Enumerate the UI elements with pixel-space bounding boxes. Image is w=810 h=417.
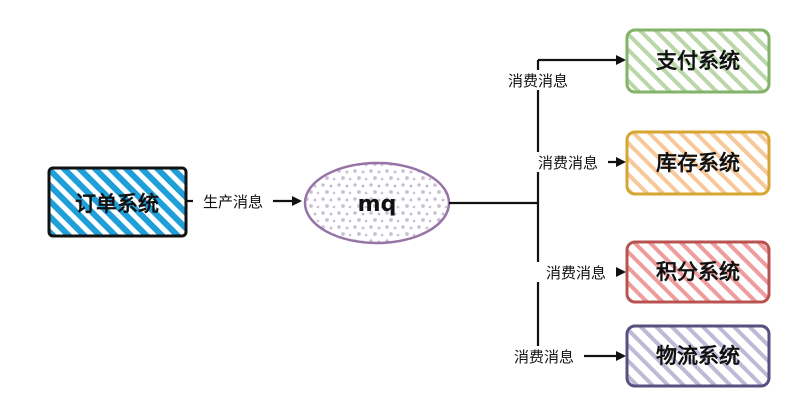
consume-logistics-label-bg — [504, 346, 584, 366]
order-system-label: 订单系统 — [75, 192, 159, 216]
points-system-box — [625, 240, 771, 304]
logistics-system-node: 物流系统 — [625, 324, 771, 388]
consume-pay-label-bg — [498, 70, 578, 90]
produce-edge-label: 生产消息 — [203, 193, 263, 211]
points-system-label: 积分系统 — [656, 260, 740, 284]
consume-stock-label: 消费消息 — [538, 154, 598, 172]
consume-stock-label-bg — [528, 152, 608, 172]
order-system-node: 订单系统 — [47, 166, 188, 238]
pay-system-node: 支付系统 — [625, 28, 771, 94]
consume-pay-label: 消费消息 — [508, 72, 568, 90]
points-system-node: 积分系统 — [625, 240, 771, 304]
produce-label-bg — [193, 191, 273, 211]
stock-system-label: 库存系统 — [656, 151, 740, 175]
pay-system-box — [625, 28, 771, 94]
mq-node: mq — [303, 161, 451, 245]
consume-points-label-bg — [536, 262, 616, 282]
stock-system-box — [625, 130, 771, 196]
consume-logistics-label: 消费消息 — [514, 348, 574, 366]
stock-system-node: 库存系统 — [625, 130, 771, 196]
logistics-system-label: 物流系统 — [656, 344, 740, 368]
logistics-system-box — [625, 324, 771, 388]
pay-system-label: 支付系统 — [656, 49, 740, 73]
consume-points-label: 消费消息 — [546, 264, 606, 282]
mq-label: mq — [358, 192, 397, 217]
